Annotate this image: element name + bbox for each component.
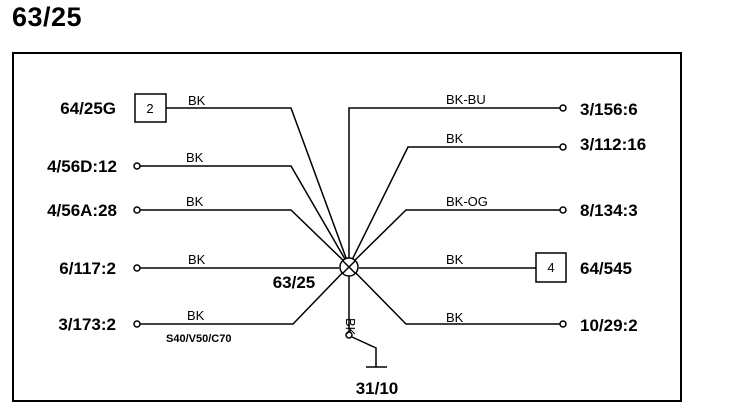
page-title: 63/25 (12, 2, 83, 32)
wire-color-4-56d-12: BK (186, 150, 204, 165)
diagram-frame (12, 52, 682, 402)
terminal-3-156-6 (559, 104, 567, 112)
connector-label-8-134-3: 8/134:3 (580, 201, 638, 220)
wire-color-6-117-2: BK (188, 252, 206, 267)
terminal-3-112-16 (559, 143, 567, 151)
ground-label: 31/10 (356, 379, 399, 398)
terminal-3-173-2 (133, 320, 141, 328)
terminal-4-56d-12 (133, 162, 141, 170)
wire-4-56a-28 (139, 209, 350, 267)
wire-4-56d-12 (139, 165, 350, 267)
terminal-10-29-2 (559, 320, 567, 328)
wire-color-64-25g: BK (188, 93, 206, 108)
wire-3-156-6 (348, 107, 560, 266)
terminal-4-56a-28 (133, 206, 141, 214)
wire-color-3-156-6: BK-BU (446, 92, 486, 107)
connector-label-4-56d-12: 4/56D:12 (47, 157, 117, 176)
connector-label-64-545: 64/545 (580, 259, 632, 278)
pin-box-64-545 (535, 252, 567, 283)
wire-3-173-2 (139, 265, 350, 325)
connector-label-3-112-16: 3/112:16 (580, 135, 646, 154)
connector-label-6-117-2: 6/117:2 (59, 259, 116, 278)
connector-label-64-25g: 64/25G (60, 99, 116, 118)
pin-number-64-25g: 2 (146, 101, 153, 116)
wire-color-10-29-2: BK (446, 310, 464, 325)
terminal-8-134-3 (559, 206, 567, 214)
terminal-ground (345, 331, 353, 339)
pin-number-64-545: 4 (547, 260, 554, 275)
wire-8-134-3 (348, 209, 560, 267)
ground-link (351, 336, 377, 367)
wire-color-8-134-3: BK-OG (446, 194, 488, 209)
wire-color-3-112-16: BK (446, 131, 464, 146)
splice-label: 63/25 (273, 273, 316, 292)
wire-color-4-56a-28: BK (186, 194, 204, 209)
wire-10-29-2 (348, 265, 560, 325)
wire-color-64-545: BK (446, 252, 464, 267)
wire-3-112-16 (348, 146, 560, 267)
connector-label-4-56a-28: 4/56A:28 (47, 201, 117, 220)
wire-color-ground: BK (343, 318, 358, 336)
wire-color-3-173-2: BK (187, 308, 205, 323)
terminal-6-117-2 (133, 264, 141, 272)
connector-label-10-29-2: 10/29:2 (580, 316, 638, 335)
pin-box-64-25g (134, 93, 167, 123)
connector-label-3-156-6: 3/156:6 (580, 100, 638, 119)
connector-label-3-173-2: 3/173:2 (58, 315, 116, 334)
splice-node (339, 257, 359, 277)
wire-64-25g (166, 107, 350, 267)
model-note: S40/V50/C70 (166, 333, 231, 345)
